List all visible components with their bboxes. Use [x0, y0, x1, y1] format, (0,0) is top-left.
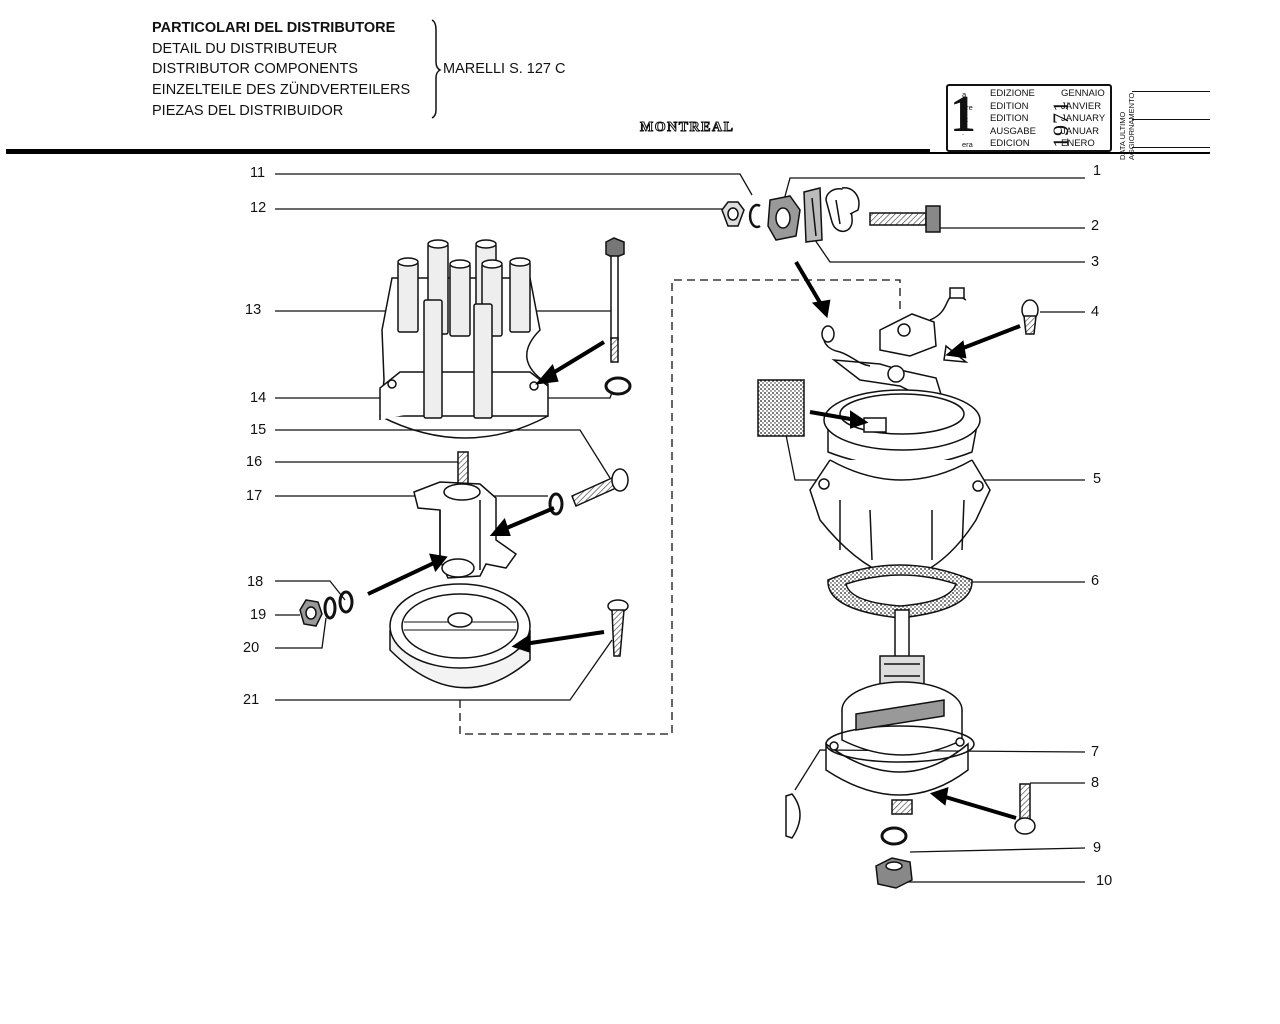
callout-19: 19 — [250, 607, 267, 623]
callout-5: 5 — [1093, 471, 1102, 487]
distributor-body-part-6 — [809, 389, 991, 581]
washer-part-18 — [338, 590, 354, 614]
rotor-assembly — [413, 481, 518, 579]
edition-box — [946, 84, 1112, 152]
screw-part-2 — [869, 205, 941, 233]
callout-18: 18 — [247, 574, 264, 590]
update-line-3 — [1132, 147, 1210, 148]
callout-15: 15 — [250, 422, 267, 438]
month-en: JANUARY — [1061, 113, 1106, 125]
month-it: GENNAIO — [1061, 88, 1105, 99]
screw-part-8 — [1014, 783, 1036, 835]
advance-plate-part-21 — [389, 583, 531, 689]
month-de: JANUAR — [1061, 125, 1100, 137]
callout-1: 1 — [1093, 163, 1102, 179]
edition-fr: EDITION — [990, 100, 1029, 112]
edition-number: 1 — [950, 86, 976, 143]
washer-part-9 — [880, 826, 908, 846]
callout-4: 4 — [1091, 304, 1100, 320]
ordinal-it: a — [962, 90, 967, 99]
nut-part-19 — [299, 599, 323, 627]
callout-11: 11 — [250, 165, 266, 181]
month-es: ENERO — [1061, 138, 1095, 150]
ordinal-en: st — [962, 115, 968, 125]
header-rule-thin — [930, 152, 1210, 154]
title-french: DETAIL DU DISTRIBUTEUR — [152, 40, 338, 57]
callout-17: 17 — [246, 488, 263, 504]
title-italian: PARTICOLARI DEL DISTRIBUTORE — [152, 20, 396, 36]
callout-14: 14 — [250, 390, 267, 406]
distributor-cap-part-13 — [379, 239, 549, 439]
washer-part-11 — [748, 203, 761, 229]
callout-20: 20 — [243, 640, 260, 656]
nut-part-12 — [721, 201, 745, 227]
callout-9: 9 — [1093, 840, 1102, 856]
edition-months: GENNAIO JANVIER JANUARY JANUAR ENERO — [1061, 88, 1105, 151]
callout-13: 13 — [245, 302, 262, 318]
ordinal-es: era — [962, 140, 973, 150]
callout-16: 16 — [246, 454, 263, 470]
washer-part-14 — [604, 376, 632, 396]
ordinal-de: . — [962, 127, 965, 137]
brand-logo: MONTREAL — [639, 120, 735, 136]
edition-ordinals: a ère st . era — [962, 89, 973, 152]
felt-pad-part-5 — [757, 379, 805, 437]
callout-21: 21 — [243, 692, 260, 708]
arrows — [367, 260, 1021, 820]
edition-es: EDICION — [990, 138, 1030, 150]
header-rule — [6, 149, 930, 154]
callout-12: 12 — [250, 200, 267, 216]
screw-part-4 — [1021, 299, 1039, 335]
month-fr: JANVIER — [1061, 100, 1102, 112]
washer-part-20 — [323, 596, 337, 620]
screw-part-21 — [607, 599, 629, 657]
title-german: EINZELTEILE DES ZÜNDVERTEILERS — [152, 82, 411, 99]
update-line-1 — [1132, 91, 1210, 92]
callout-3: 3 — [1091, 254, 1100, 270]
callout-2: 2 — [1091, 218, 1100, 234]
edition-words: EDIZIONE EDITION EDITION AUSGABE EDICION — [990, 88, 1036, 151]
nut-part-10 — [875, 857, 913, 889]
woodruff-key-part-7 — [785, 793, 801, 839]
header-brace — [431, 19, 442, 119]
model-label: MARELLI S. 127 C — [443, 61, 566, 77]
screw-part-15 — [571, 468, 629, 508]
assembly-dashed-line — [459, 279, 901, 735]
callout-7: 7 — [1091, 744, 1100, 760]
update-line-2 — [1132, 119, 1210, 120]
callout-6: 6 — [1091, 573, 1100, 589]
cam-block-part-1 — [767, 195, 801, 241]
edition-it: EDIZIONE — [990, 88, 1035, 99]
terminal-clips-part-3 — [803, 187, 860, 243]
title-spanish: PIEZAS DEL DISTRIBUIDOR — [152, 102, 344, 119]
tie-rod-part-13 — [605, 237, 625, 363]
washer-part-17 — [548, 492, 564, 516]
ordinal-fr: ère — [962, 102, 973, 112]
drive-shaft-part-7 — [825, 609, 975, 815]
callout-8: 8 — [1091, 775, 1100, 791]
leader-lines-right — [783, 177, 1086, 883]
title-english: DISTRIBUTOR COMPONENTS — [152, 61, 358, 78]
title-block: PARTICOLARI DEL DISTRIBUTORE DETAIL DU D… — [152, 18, 410, 122]
gasket-part-6 — [827, 564, 973, 619]
edition-de: AUSGABE — [990, 125, 1036, 137]
breaker-plate-assembly — [821, 287, 969, 406]
edition-en: EDITION — [990, 113, 1029, 125]
callout-10: 10 — [1096, 873, 1113, 889]
